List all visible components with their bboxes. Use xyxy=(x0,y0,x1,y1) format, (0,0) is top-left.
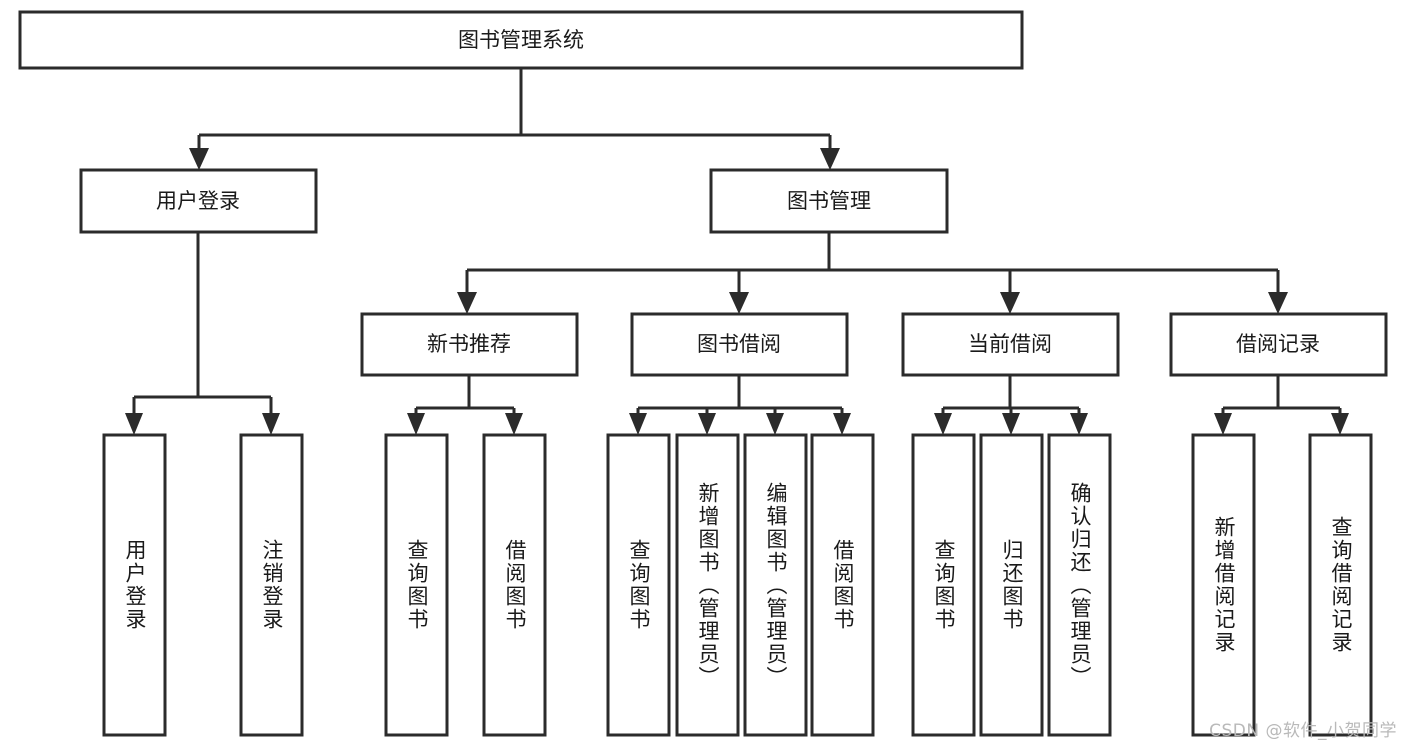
leaf-boxes-user-login xyxy=(102,433,304,737)
arrowhead-nb-leaf-1 xyxy=(407,413,425,435)
node-book-borrow[interactable]: 图书借阅 xyxy=(630,312,849,377)
arrowhead-br-leaf-1 xyxy=(1214,413,1232,435)
node-user-login[interactable]: 用户登录 xyxy=(79,168,318,234)
book-borrow-label: 图书借阅 xyxy=(697,332,781,356)
arrowhead-cb-leaf-1 xyxy=(934,413,952,435)
arrowhead-book-borrow xyxy=(729,292,749,314)
borrow-records-box-rect xyxy=(1169,312,1388,377)
arrowhead-bb-leaf-1 xyxy=(629,413,647,435)
new-book-label: 新书推荐 xyxy=(427,332,511,356)
leaf-box-nb-query-books[interactable] xyxy=(384,433,449,737)
leaf-box-br-add-record[interactable] xyxy=(1191,433,1256,737)
borrow-records-label: 借阅记录 xyxy=(1236,332,1320,356)
connector-current-borrow-to-leaves xyxy=(934,375,1088,435)
leaf-box-user-login[interactable] xyxy=(102,433,167,737)
connector-book-borrow-to-leaves xyxy=(629,375,851,435)
leaf-box-nb-borrow-books[interactable] xyxy=(482,433,547,737)
leaf-box-cb-return-books[interactable] xyxy=(979,433,1044,737)
book-manage-label: 图书管理 xyxy=(787,189,871,213)
node-current-borrow[interactable]: 当前借阅 xyxy=(901,312,1120,377)
current-borrow-box-rect xyxy=(901,312,1120,377)
book-borrow-box-rect xyxy=(630,312,849,377)
node-borrow-records[interactable]: 借阅记录 xyxy=(1169,312,1388,377)
arrowhead-user-login xyxy=(189,148,209,170)
leaf-box-bb-query-books[interactable] xyxy=(606,433,671,737)
user-login-label: 用户登录 xyxy=(156,189,240,213)
leaf-boxes-new-book xyxy=(384,433,547,737)
root-box-rect xyxy=(18,10,1024,70)
arrowhead-bb-leaf-3 xyxy=(766,413,784,435)
connector-root-to-level2 xyxy=(189,68,840,170)
arrowhead-borrow-records xyxy=(1268,292,1288,314)
arrowhead-br-leaf-2 xyxy=(1331,413,1349,435)
arrowhead-bb-leaf-2 xyxy=(698,413,716,435)
book-manage-box-rect xyxy=(709,168,949,234)
arrowhead-cb-leaf-3 xyxy=(1070,413,1088,435)
node-book-manage[interactable]: 图书管理 xyxy=(709,168,949,234)
arrowhead-cb-leaf-2 xyxy=(1002,413,1020,435)
leaf-boxes-book-borrow xyxy=(606,433,875,737)
leaf-box-logout[interactable] xyxy=(239,433,304,737)
leaf-box-bb-borrow-books[interactable] xyxy=(810,433,875,737)
connector-book-manage-to-level3 xyxy=(457,232,1288,314)
arrowhead-book-manage xyxy=(820,148,840,170)
leaf-boxes-borrow-records xyxy=(1191,433,1373,737)
leaf-box-bb-edit-book-admin[interactable] xyxy=(743,433,808,737)
leaf-boxes-current-borrow xyxy=(911,433,1112,737)
connector-user-login-to-leaves xyxy=(125,232,280,435)
leaf-box-bb-add-book-admin[interactable] xyxy=(675,433,740,737)
current-borrow-label: 当前借阅 xyxy=(968,332,1052,356)
connector-new-book-to-leaves xyxy=(407,375,523,435)
connector-borrow-records-to-leaves xyxy=(1214,375,1349,435)
leaf-box-cb-query-books[interactable] xyxy=(911,433,976,737)
arrowhead-nb-leaf-2 xyxy=(505,413,523,435)
arrowhead-new-book xyxy=(457,292,477,314)
leaf-box-br-query-record[interactable] xyxy=(1308,433,1373,737)
root-label: 图书管理系统 xyxy=(458,28,584,52)
leaf-box-cb-confirm-return-admin[interactable] xyxy=(1047,433,1112,737)
arrowhead-leaf-user-login xyxy=(125,413,143,435)
node-root[interactable]: 图书管理系统 xyxy=(18,10,1024,70)
arrowhead-leaf-logout xyxy=(262,413,280,435)
new-book-box-rect xyxy=(360,312,579,377)
arrowhead-bb-leaf-4 xyxy=(833,413,851,435)
arrowhead-current-borrow xyxy=(1000,292,1020,314)
csdn-watermark: CSDN @软件_小贺同学 xyxy=(1209,721,1397,741)
node-new-book-recommend[interactable]: 新书推荐 xyxy=(360,312,579,377)
